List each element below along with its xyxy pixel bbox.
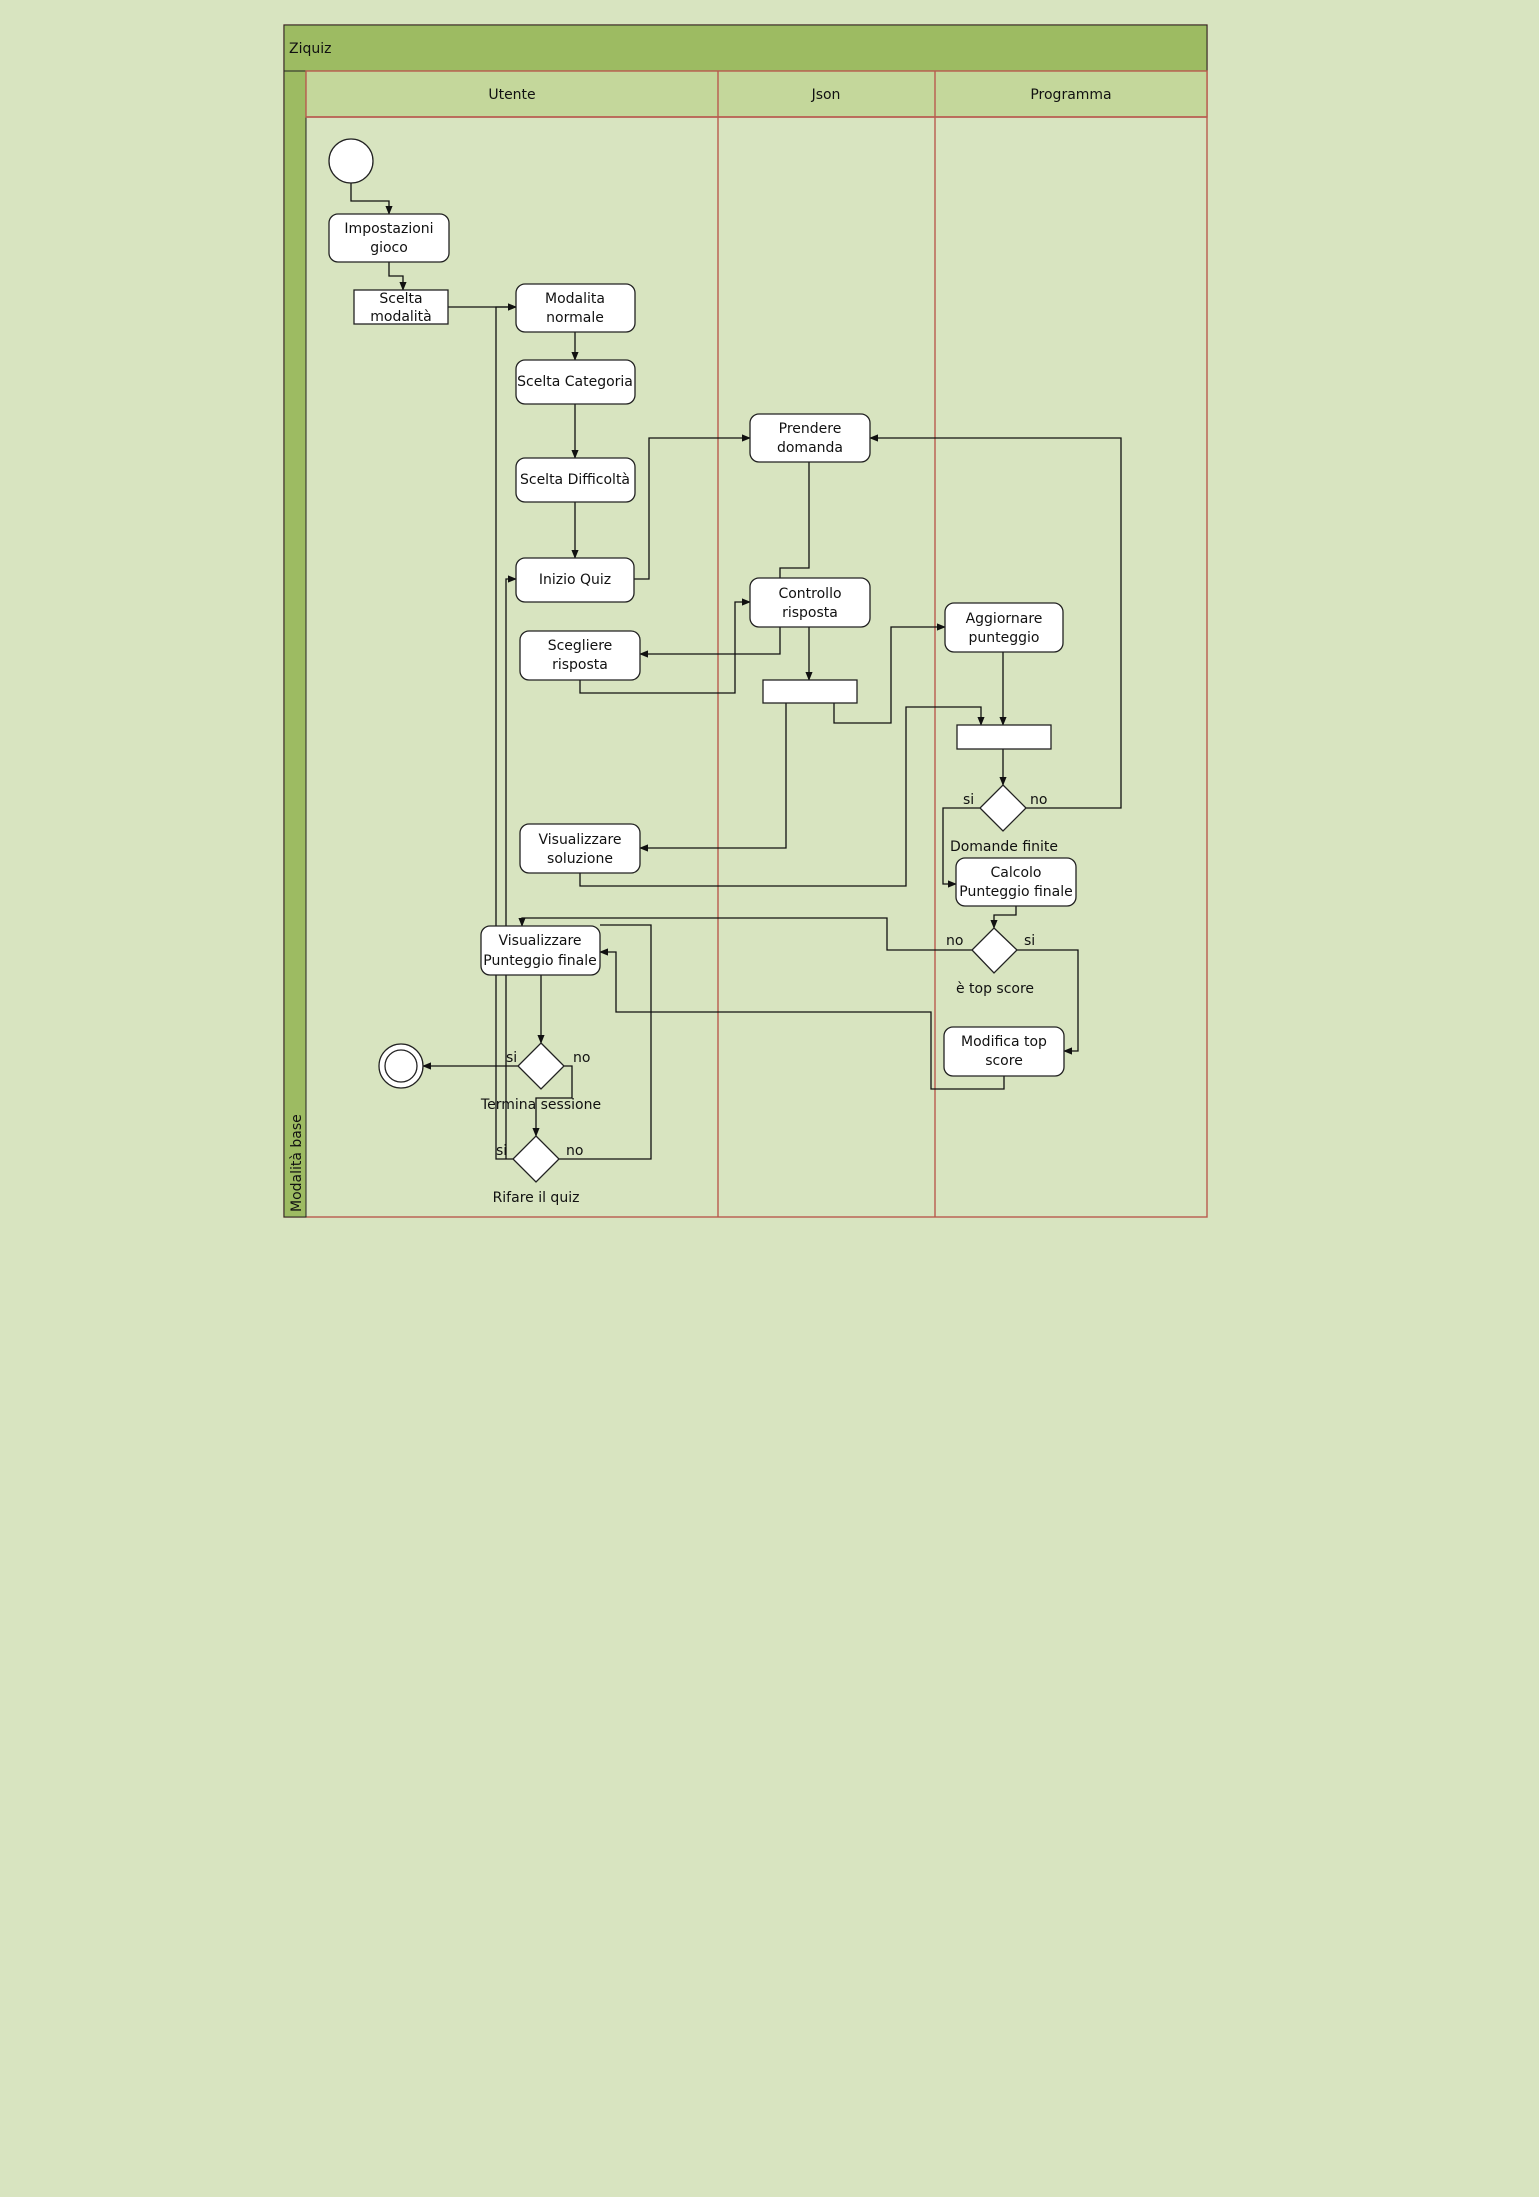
- svg-text:soluzione: soluzione: [547, 851, 613, 867]
- activity-modalita-normale: Modalita normale: [515, 283, 636, 333]
- activity-scelta-modalita: Scelta modalità: [353, 289, 449, 325]
- svg-text:Scelta Difficoltà: Scelta Difficoltà: [520, 472, 630, 488]
- pool-background: [283, 24, 1208, 1218]
- pool-title-bar: [283, 24, 1208, 72]
- edge-modifica-to-visualizzare: [599, 948, 1005, 1090]
- activity-visualizzare-soluzione: Visualizzare soluzione: [519, 823, 641, 874]
- svg-text:si: si: [506, 1050, 517, 1066]
- edge-scegliere-to-controllo: [579, 598, 751, 694]
- activity-calcolo-punteggio-finale: Calcolo Punteggio finale: [955, 857, 1077, 907]
- pool-side-label: Modalità base: [289, 1114, 305, 1212]
- svg-text:Modalita: Modalita: [545, 291, 605, 307]
- swimlane-pool: Ziquiz Modalità base Utente Json Program…: [283, 24, 1208, 1218]
- edge-domande-si-to-calcolo: [942, 807, 980, 888]
- decision-domande-finite: si no Domande finite: [950, 784, 1058, 855]
- svg-text:Controllo: Controllo: [778, 586, 841, 602]
- edge-rifare-no-to-visualizzare: [559, 924, 652, 1160]
- svg-text:score: score: [985, 1053, 1023, 1069]
- fork-bar: [762, 679, 858, 704]
- activity-scelta-difficolta: Scelta Difficoltà: [515, 457, 636, 503]
- svg-text:Punteggio finale: Punteggio finale: [483, 953, 597, 969]
- pool-side-bar: [283, 70, 307, 1218]
- svg-text:Domande finite: Domande finite: [950, 839, 1058, 855]
- svg-text:punteggio: punteggio: [969, 630, 1040, 646]
- activity-scelta-categoria: Scelta Categoria: [515, 359, 636, 405]
- edge-controllo-to-scegliere: [639, 627, 781, 658]
- start-node: [328, 138, 374, 184]
- svg-text:Inizio Quiz: Inizio Quiz: [539, 572, 611, 588]
- lane-header-json: Json: [811, 87, 841, 103]
- decision-rifare-il-quiz: si no Rifare il quiz: [493, 1135, 583, 1206]
- edge-start-to-impostazioni: [350, 182, 393, 215]
- svg-text:è top score: è top score: [956, 981, 1034, 997]
- svg-text:Impostazioni: Impostazioni: [344, 221, 433, 237]
- decision-top-score: no si è top score: [946, 927, 1035, 997]
- svg-text:si: si: [963, 792, 974, 808]
- svg-text:risposta: risposta: [552, 657, 608, 673]
- svg-text:Scelta: Scelta: [379, 291, 422, 307]
- svg-text:Prendere: Prendere: [779, 421, 842, 437]
- svg-text:Termina sessione: Termina sessione: [480, 1097, 601, 1113]
- activity-controllo-risposta: Controllo risposta: [749, 577, 871, 628]
- flow-edges: [350, 182, 1122, 1160]
- svg-text:no: no: [573, 1050, 590, 1066]
- svg-text:Scegliere: Scegliere: [548, 638, 613, 654]
- end-node: [378, 1043, 424, 1089]
- edge-calcolo-to-topscore: [990, 906, 1017, 929]
- lane-header-utente: Utente: [488, 87, 535, 103]
- activity-scegliere-risposta: Scegliere risposta: [519, 630, 641, 681]
- lane-header-bar: [305, 70, 1208, 118]
- svg-text:Rifare il quiz: Rifare il quiz: [493, 1190, 580, 1206]
- svg-text:Modifica top: Modifica top: [961, 1034, 1047, 1050]
- svg-text:Visualizzare: Visualizzare: [538, 832, 621, 848]
- edge-fork-to-aggiornare: [833, 623, 946, 724]
- decision-termina-sessione: si no Termina sessione: [480, 1042, 601, 1113]
- activity-visualizzare-punteggio-finale: Visualizzare Punteggio finale: [480, 925, 601, 976]
- svg-text:Aggiornare: Aggiornare: [966, 611, 1043, 627]
- edge-soluzione-to-join: [579, 706, 985, 887]
- svg-text:si: si: [496, 1143, 507, 1159]
- svg-text:gioco: gioco: [370, 240, 408, 256]
- edge-topscore-si-to-modifica: [1017, 949, 1079, 1055]
- svg-text:Scelta Categoria: Scelta Categoria: [517, 374, 633, 390]
- edge-rifare-si-to-modalita: [495, 303, 517, 1160]
- edge-impostazioni-to-scelta: [388, 262, 407, 291]
- edge-inizio-to-prendere: [634, 434, 751, 580]
- activity-aggiornare-punteggio: Aggiornare punteggio: [944, 602, 1064, 653]
- activity-modifica-top-score: Modifica top score: [943, 1026, 1065, 1077]
- lane-header-programma: Programma: [1030, 87, 1111, 103]
- svg-text:Punteggio finale: Punteggio finale: [959, 884, 1073, 900]
- svg-text:normale: normale: [546, 310, 604, 326]
- activity-impostazioni-gioco: Impostazioni gioco: [328, 213, 450, 263]
- svg-text:Calcolo: Calcolo: [991, 865, 1042, 881]
- pool-title: Ziquiz: [289, 41, 331, 57]
- svg-text:Visualizzare: Visualizzare: [498, 933, 581, 949]
- svg-text:si: si: [1024, 933, 1035, 949]
- svg-text:domanda: domanda: [777, 440, 843, 456]
- activity-prendere-domanda: Prendere domanda: [749, 413, 871, 463]
- svg-text:risposta: risposta: [782, 605, 838, 621]
- join-bar: [956, 724, 1052, 750]
- edge-prendere-to-controllo: [779, 462, 810, 578]
- activity-inizio-quiz: Inizio Quiz: [515, 557, 635, 603]
- svg-text:modalità: modalità: [370, 309, 432, 325]
- edge-topscore-no-to-visualizzare: [518, 917, 972, 951]
- edge-termina-no-to-rifare: [532, 1065, 573, 1137]
- svg-text:no: no: [946, 933, 963, 949]
- svg-text:no: no: [566, 1143, 583, 1159]
- svg-text:no: no: [1030, 792, 1047, 808]
- edge-fork-to-soluzione: [639, 703, 787, 852]
- edge-domande-no-to-prendere: [869, 434, 1122, 809]
